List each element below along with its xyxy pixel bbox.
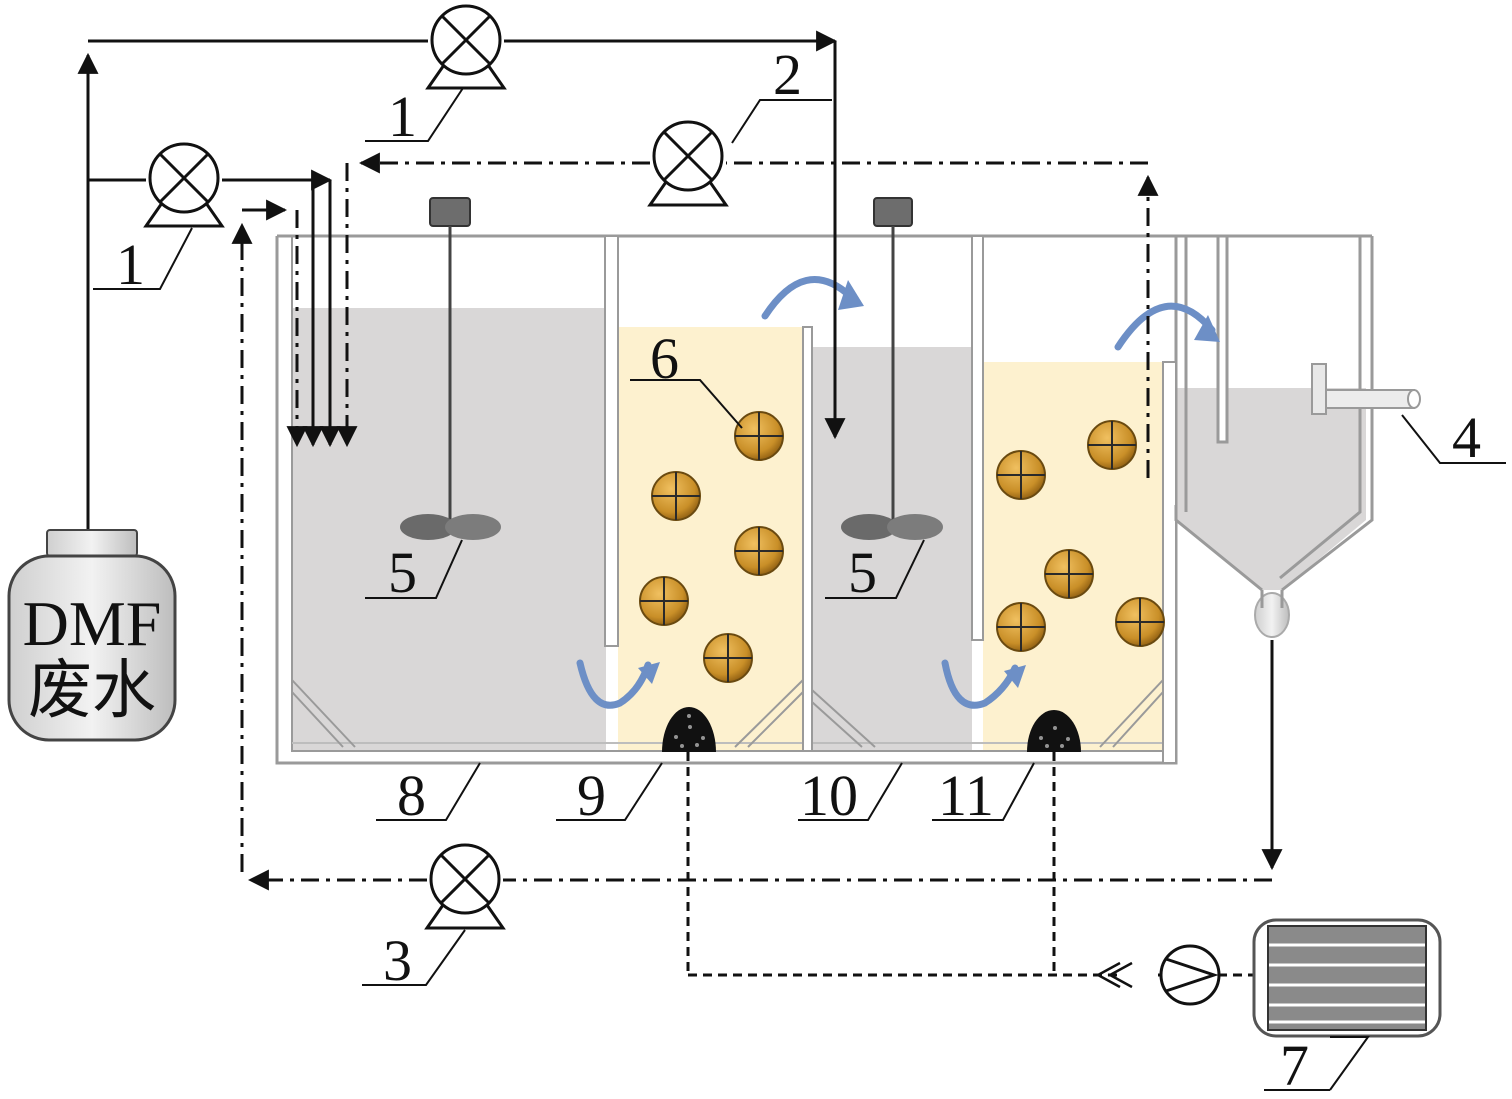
carrier-ball <box>703 633 753 683</box>
aerator-2 <box>1027 710 1081 752</box>
carrier-ball <box>996 450 1046 500</box>
callout-1-top: 1 <box>388 84 417 149</box>
carrier-ball <box>734 526 784 576</box>
carrier-ball <box>651 471 701 521</box>
callout-9: 9 <box>577 763 606 828</box>
callout-7: 7 <box>1280 1033 1309 1098</box>
callout-4: 4 <box>1452 405 1481 470</box>
callout-2: 2 <box>773 42 802 107</box>
flow-arrows <box>576 276 1216 709</box>
tank-label-line1: DMF <box>23 588 162 659</box>
reactor-body <box>275 234 1421 765</box>
internal-recycle-line <box>336 152 1159 478</box>
callout-5-left: 5 <box>388 540 417 605</box>
sludge-return-line <box>231 199 1283 891</box>
sludge-outlet <box>1254 592 1290 638</box>
air-flow-chevron <box>1095 961 1133 989</box>
recycle-pump <box>647 120 729 207</box>
carrier-ball <box>1044 549 1094 599</box>
callout-6: 6 <box>650 326 679 391</box>
carrier-ball <box>1115 597 1165 647</box>
stirrer-1 <box>400 197 501 540</box>
carrier-ball <box>1087 420 1137 470</box>
dmf-wastewater-tank: DMF 废水 <box>7 529 177 742</box>
influent-pump-left <box>143 142 225 228</box>
callout-5-right: 5 <box>848 540 877 605</box>
callout-8: 8 <box>397 763 426 828</box>
callout-10: 10 <box>800 763 858 828</box>
carrier-ball <box>996 602 1046 652</box>
callout-3: 3 <box>383 928 412 993</box>
blower <box>1252 918 1442 1038</box>
baffle-2 <box>971 235 984 641</box>
tank-label-line2: 废水 <box>28 655 156 726</box>
influent-piping <box>77 30 846 530</box>
effluent-outlet <box>1311 363 1421 415</box>
aerator-1 <box>662 707 716 752</box>
weir-2 <box>1162 361 1177 764</box>
weir-1 <box>802 326 813 752</box>
carrier-ball <box>734 411 784 461</box>
baffle-1 <box>604 235 619 647</box>
stirrer-2 <box>841 197 943 540</box>
callout-11: 11 <box>938 763 994 828</box>
influent-pump-top <box>425 4 507 90</box>
callout-1-left: 1 <box>116 232 145 297</box>
carrier-ball <box>639 576 689 626</box>
sludge-return-pump <box>424 843 506 930</box>
air-compressor-symbol <box>1159 944 1221 1006</box>
settling-tank <box>1174 234 1374 592</box>
settler-water <box>1176 388 1366 590</box>
callout-leaders <box>93 87 1506 1091</box>
